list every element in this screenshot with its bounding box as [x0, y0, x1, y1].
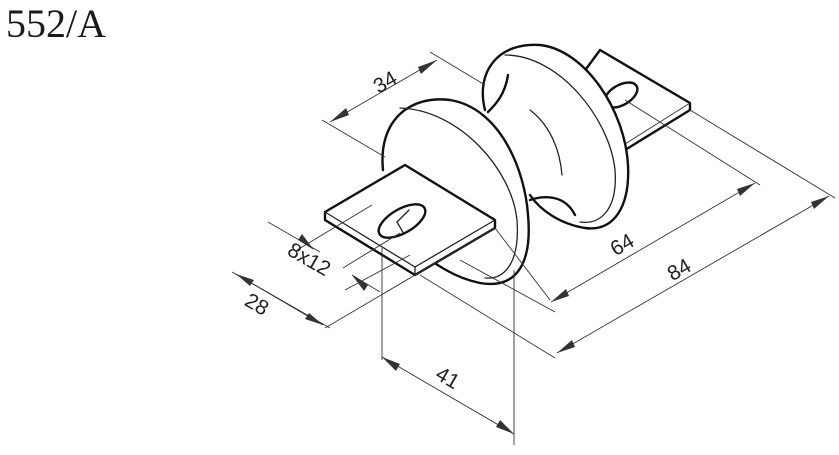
dimension-28: 28 [235, 273, 324, 326]
dim-label-34: 34 [370, 67, 402, 99]
dimension-41: 41 [381, 356, 515, 435]
dim-label-28: 28 [241, 289, 273, 321]
dim-label-41: 41 [432, 362, 464, 394]
dim-label-64: 64 [607, 229, 639, 261]
extension-lines [231, 51, 836, 445]
part-number-title: 552/A [6, 1, 106, 46]
dim-label-84: 84 [664, 254, 696, 286]
rear-flange [481, 43, 630, 230]
front-mounting-tab [323, 163, 497, 277]
